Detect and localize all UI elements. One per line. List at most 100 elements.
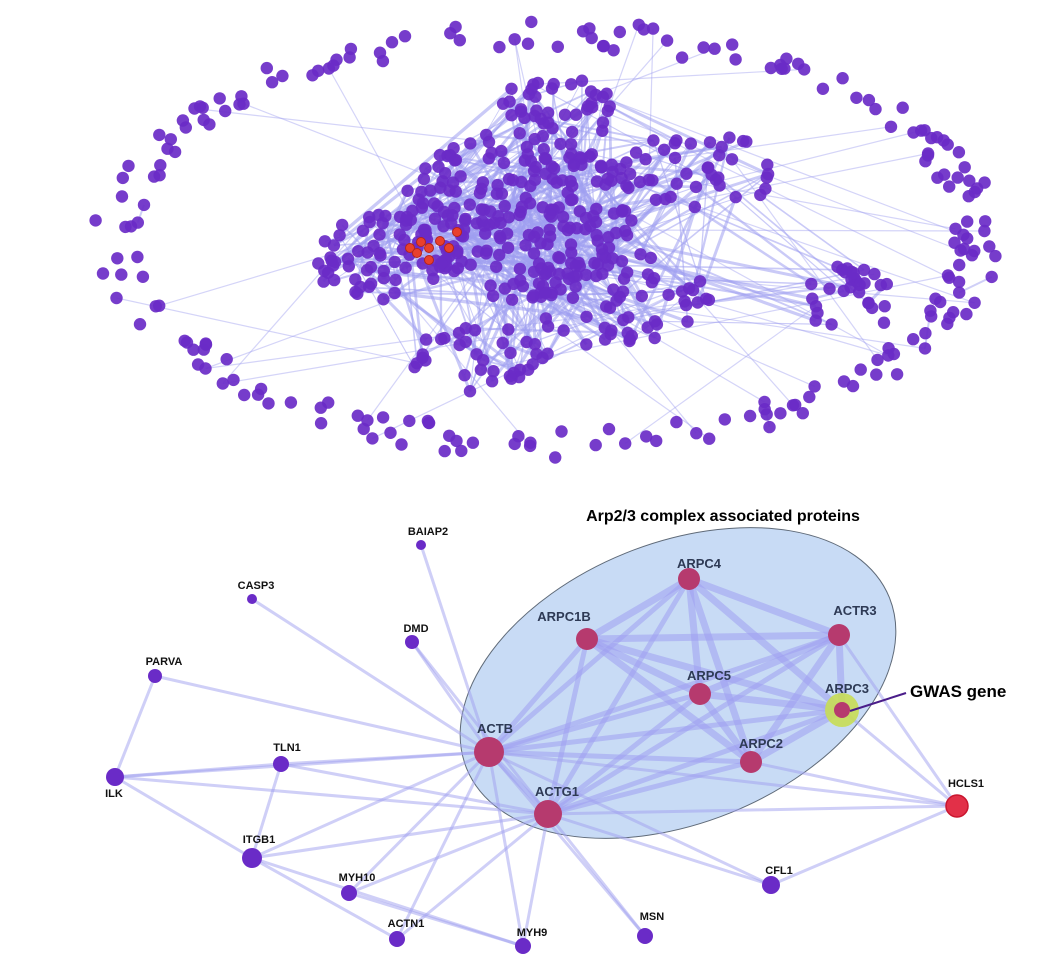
overview-node xyxy=(575,74,589,87)
node-tln1[interactable] xyxy=(273,756,289,772)
overview-edge xyxy=(587,105,961,252)
overview-node xyxy=(960,307,973,321)
node-ilk[interactable] xyxy=(106,768,124,786)
overview-highlight-node xyxy=(435,236,445,246)
overview-node xyxy=(836,72,849,85)
overview-node xyxy=(545,82,559,95)
overview-node xyxy=(579,268,593,282)
overview-node xyxy=(712,171,725,184)
node-cfl1[interactable] xyxy=(762,876,780,894)
node-arpc2[interactable] xyxy=(740,751,762,773)
overview-node xyxy=(670,415,683,429)
edge-actb-baiap2 xyxy=(419,543,491,754)
overview-node xyxy=(896,101,909,114)
complex-title: Arp2/3 complex associated proteins xyxy=(586,508,860,525)
edge-arpc4-actb xyxy=(486,576,692,755)
overview-node xyxy=(847,266,860,280)
overview-node xyxy=(877,316,891,329)
overview-node xyxy=(284,396,298,409)
overview-node xyxy=(505,109,518,122)
overview-node xyxy=(486,289,500,303)
overview-edge xyxy=(608,246,817,323)
overview-edge xyxy=(116,297,418,364)
overview-node xyxy=(306,69,319,82)
node-baiap2[interactable] xyxy=(416,540,426,550)
overview-node xyxy=(952,146,966,159)
overview-edge xyxy=(759,194,865,271)
overview-node xyxy=(116,171,129,185)
overview-node xyxy=(154,159,167,172)
overview-node xyxy=(774,407,787,420)
overview-node xyxy=(110,291,123,305)
overview-node xyxy=(918,124,931,137)
overview-node xyxy=(624,167,637,181)
overview-node xyxy=(949,222,962,235)
overview-node xyxy=(943,180,956,193)
overview-node xyxy=(448,154,462,167)
node-arpc3[interactable] xyxy=(834,702,850,718)
overview-node xyxy=(761,158,774,171)
overview-node xyxy=(352,245,365,258)
overview-node xyxy=(569,280,582,293)
node-actg1[interactable] xyxy=(534,800,562,828)
edge-actb-casp3 xyxy=(250,597,491,754)
node-casp3[interactable] xyxy=(247,594,257,604)
label-actr3: ACTR3 xyxy=(833,603,876,618)
overview-node xyxy=(634,248,647,261)
overview-node xyxy=(953,258,966,272)
overview-node xyxy=(419,333,433,346)
overview-node xyxy=(341,252,355,265)
overview-edge xyxy=(691,137,731,291)
overview-node xyxy=(434,257,448,270)
overview-edge xyxy=(394,291,587,319)
node-myh10[interactable] xyxy=(341,885,357,901)
overview-node xyxy=(552,251,565,264)
overview-node xyxy=(639,153,652,166)
node-actr3[interactable] xyxy=(828,624,850,646)
edge-actb-cfl1 xyxy=(487,750,773,887)
overview-node xyxy=(681,315,694,328)
edge-actg1-tln1 xyxy=(279,762,550,816)
overview-node xyxy=(373,228,386,241)
overview-node xyxy=(536,129,549,143)
edge-arpc1b-actb xyxy=(486,636,590,755)
overview-node xyxy=(479,247,493,260)
edge-arpc3-arpc2 xyxy=(747,706,846,766)
node-arpc1b[interactable] xyxy=(576,628,598,650)
label-cfl1: CFL1 xyxy=(765,865,793,877)
overview-node xyxy=(419,162,432,175)
overview-node xyxy=(715,140,728,154)
overview-node xyxy=(133,318,147,331)
overview-node xyxy=(691,296,704,309)
node-actn1[interactable] xyxy=(389,931,405,947)
edge-arpc2-actb xyxy=(486,749,754,765)
node-arpc5[interactable] xyxy=(689,683,711,705)
node-parva[interactable] xyxy=(148,669,162,683)
overview-node xyxy=(115,268,128,281)
overview-node xyxy=(426,264,439,277)
overview-node xyxy=(433,148,447,162)
overview-node xyxy=(327,59,340,72)
overview-node xyxy=(557,324,570,337)
overview-node xyxy=(525,15,538,29)
node-dmd[interactable] xyxy=(405,635,419,649)
node-myh9[interactable] xyxy=(515,938,531,954)
overview-node xyxy=(539,286,552,299)
overview-nodes xyxy=(89,15,1002,464)
node-hcls1[interactable] xyxy=(945,794,969,818)
node-itgb1[interactable] xyxy=(242,848,262,868)
node-actb[interactable] xyxy=(474,737,504,767)
overview-node xyxy=(463,385,477,398)
edge-arpc4-actg1 xyxy=(545,576,692,817)
overview-highlight-node xyxy=(405,243,415,253)
edge-arpc3-hcls1 xyxy=(840,708,959,808)
node-arpc4[interactable] xyxy=(678,568,700,590)
overview-node xyxy=(907,333,920,346)
overview-node xyxy=(591,234,604,247)
overview-node xyxy=(958,161,971,174)
label-baiap2: BAIAP2 xyxy=(408,526,448,538)
overview-node xyxy=(537,117,550,130)
overview-node xyxy=(947,306,960,319)
node-msn[interactable] xyxy=(637,928,653,944)
overview-node xyxy=(919,327,932,340)
